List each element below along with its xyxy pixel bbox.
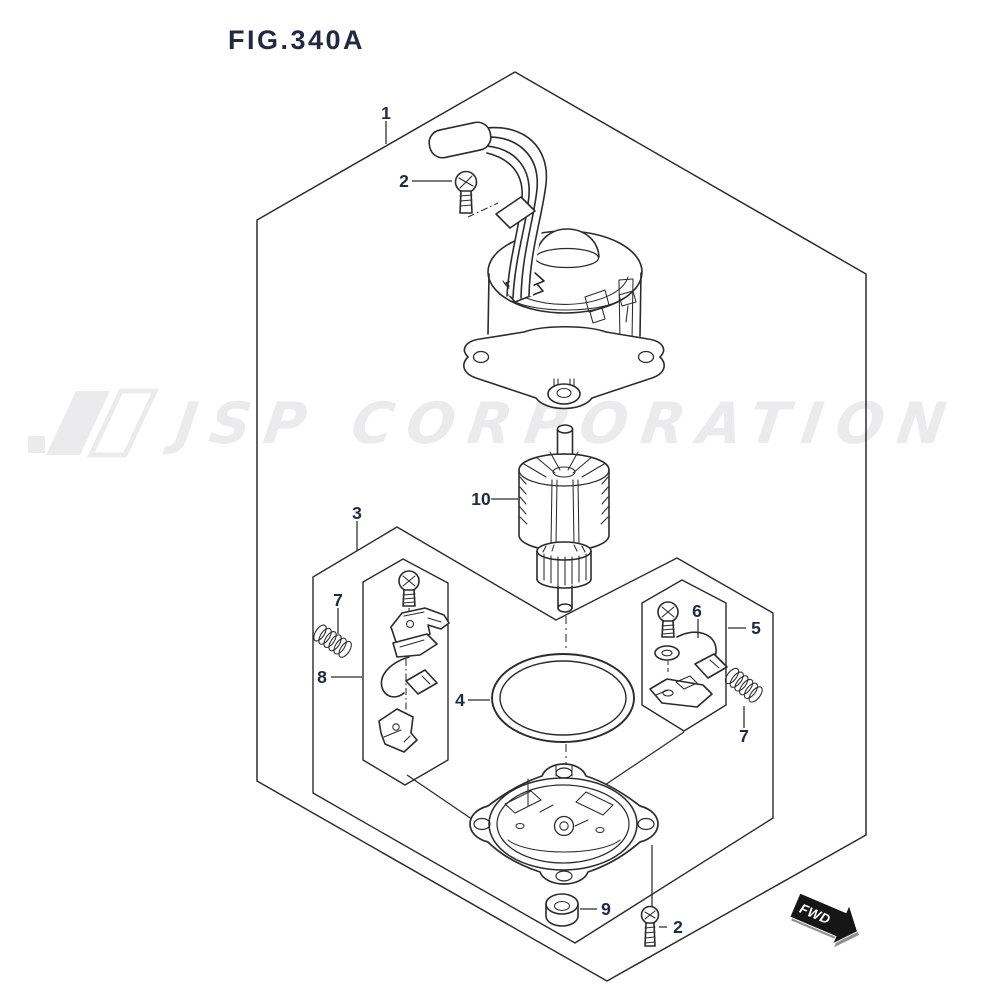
right-washer bbox=[654, 645, 680, 673]
figure-title: FIG.340A bbox=[228, 25, 365, 55]
callout-3: 3 bbox=[352, 503, 362, 523]
left-brush-screw bbox=[398, 570, 420, 618]
callout-6: 6 bbox=[692, 601, 702, 621]
callout-1: 1 bbox=[381, 103, 391, 123]
callout-2-top: 2 bbox=[399, 171, 409, 191]
spring-right bbox=[724, 667, 763, 703]
fwd-arrow: FWD bbox=[789, 892, 859, 948]
screw-axis-line bbox=[467, 202, 499, 218]
armature bbox=[518, 424, 610, 613]
right-brush-screw bbox=[657, 601, 679, 638]
left-brush bbox=[405, 669, 438, 695]
callout-9: 9 bbox=[601, 899, 611, 919]
left-lower-holder bbox=[378, 708, 418, 753]
motor-assembly bbox=[428, 121, 665, 410]
callout-7-left: 7 bbox=[333, 590, 343, 610]
cable-boot bbox=[428, 121, 492, 159]
callout-4: 4 bbox=[455, 690, 465, 710]
mounting-screw-top bbox=[454, 170, 478, 214]
left-brush-wire bbox=[380, 656, 410, 698]
left-brush-holder bbox=[390, 607, 450, 658]
o-ring bbox=[491, 653, 635, 743]
callout-8: 8 bbox=[317, 667, 327, 687]
cable-clamp bbox=[495, 196, 536, 229]
grommet bbox=[545, 893, 579, 927]
brush-box-left bbox=[362, 558, 449, 786]
callout-labels: 1 2 3 10 4 5 6 7 7 8 9 2 bbox=[317, 103, 761, 937]
brush-set-box bbox=[312, 526, 774, 944]
spring-left bbox=[313, 624, 352, 658]
end-cap bbox=[469, 763, 659, 885]
callout-2-bottom: 2 bbox=[673, 917, 683, 937]
callout-10: 10 bbox=[471, 489, 491, 509]
callout-5: 5 bbox=[751, 618, 761, 638]
right-holder-plate bbox=[649, 675, 713, 708]
brush-box-right bbox=[641, 579, 727, 732]
outer-boundary bbox=[256, 71, 867, 982]
right-brush bbox=[694, 653, 728, 679]
callout-7-right: 7 bbox=[739, 726, 749, 746]
motor-flange bbox=[463, 325, 665, 410]
watermark: JSP CORPORATION bbox=[26, 388, 963, 460]
jsp-logo-icon bbox=[28, 388, 159, 458]
mounting-screw-bottom bbox=[640, 905, 660, 947]
